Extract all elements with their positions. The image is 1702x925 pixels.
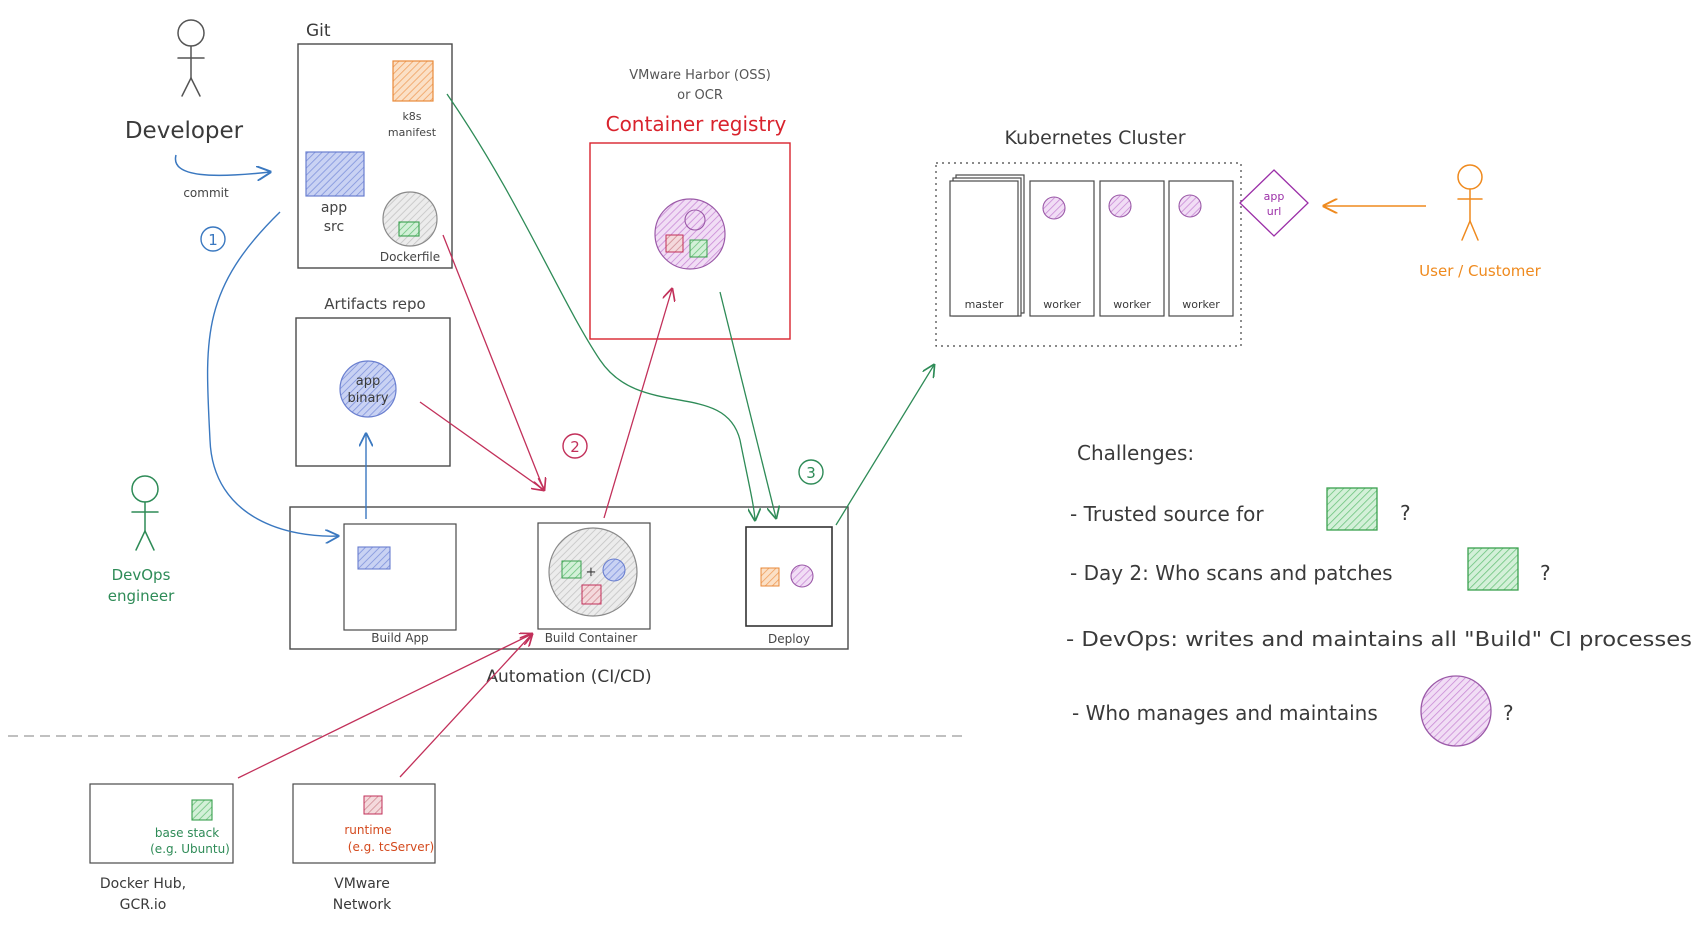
build-runtime-swatch: [581, 584, 602, 605]
app-url-label-2: url: [1267, 205, 1282, 218]
worker-2-pod-icon: [1108, 194, 1132, 218]
vmware-network-label-2: Network: [333, 897, 392, 913]
registry-image-circle: [654, 198, 726, 270]
registry-binary-icon: [684, 209, 706, 231]
step-3-number: 3: [806, 464, 816, 482]
master-node: [949, 180, 1019, 317]
challenge-1-text: - Trusted source for: [1070, 502, 1264, 526]
challenge-2-swatch: [1467, 547, 1519, 591]
deploy-image-icon: [790, 564, 814, 588]
artifacts-title: Artifacts repo: [324, 295, 425, 313]
developer-figure-icon: [177, 19, 205, 97]
build-plus-sign: +: [586, 565, 597, 580]
worker-3-label: worker: [1182, 298, 1220, 311]
docker-hub-label-1: Docker Hub,: [100, 876, 186, 892]
commit-arrow: [174, 154, 270, 175]
challenge-4-question: ?: [1503, 701, 1514, 725]
registry-source-2: or OCR: [677, 88, 723, 103]
build-binary-icon: [602, 558, 626, 582]
build-container-circle: [548, 527, 638, 617]
base-stack-box: [89, 783, 234, 864]
deploy-manifest-swatch: [760, 567, 780, 587]
step-2-number: 2: [570, 438, 580, 456]
developer-label: Developer: [125, 118, 244, 144]
runtime-to-build-arrow: [399, 634, 532, 778]
deploy-box: [745, 526, 833, 627]
app-src-label-2: src: [324, 219, 344, 235]
build-base-swatch: [561, 560, 582, 579]
worker-2-label: worker: [1113, 298, 1151, 311]
runtime-label-1: runtime: [344, 823, 391, 837]
k8s-manifest-label-2: manifest: [388, 126, 437, 139]
app-binary-label-1: app: [356, 374, 380, 389]
app-binary-circle: [339, 360, 397, 418]
challenge-2-text: - Day 2: Who scans and patches: [1070, 561, 1393, 585]
worker-3-pod-icon: [1178, 194, 1202, 218]
k8s-cluster-box: [935, 162, 1242, 347]
app-url-label-1: app: [1264, 190, 1285, 203]
worker-1-label: worker: [1043, 298, 1081, 311]
k8s-manifest-swatch: [392, 60, 434, 102]
master-label: master: [965, 298, 1004, 311]
dockerfile-swatch: [398, 221, 420, 237]
build-to-registry-arrow: [603, 289, 672, 519]
commit-label: commit: [183, 186, 229, 200]
challenge-1-question: ?: [1400, 501, 1411, 525]
registry-base-swatch: [689, 239, 708, 258]
challenge-4-text: - Who manages and maintains: [1072, 701, 1378, 725]
challenges-title: Challenges:: [1077, 441, 1194, 465]
challenge-3-text: - DevOps: writes and maintains all "Buil…: [1066, 627, 1692, 651]
build-app-box: [343, 523, 457, 631]
docker-hub-label-2: GCR.io: [120, 897, 167, 913]
step-1-badge: [200, 226, 226, 252]
vmware-network-label-1: VMware: [334, 876, 390, 892]
app-binary-label-2: binary: [347, 391, 388, 406]
challenge-1-swatch: [1326, 487, 1378, 531]
registry-to-deploy-arrow: [719, 291, 776, 518]
step-1-number: 1: [208, 231, 218, 249]
deploy-to-k8s-arrow: [835, 365, 934, 526]
base-stack-swatch: [191, 799, 213, 821]
dockerfile-circle: [382, 191, 438, 247]
automation-title: Automation (CI/CD): [486, 667, 651, 687]
base-stack-label-2: (e.g. Ubuntu): [150, 842, 230, 856]
devops-label-1: DevOps: [112, 566, 171, 584]
runtime-swatch: [363, 795, 383, 815]
git-title: Git: [306, 21, 331, 41]
challenge-2-question: ?: [1540, 561, 1551, 585]
user-figure-icon: [1457, 164, 1483, 241]
devops-figure-icon: [131, 475, 159, 551]
registry-title: Container registry: [606, 112, 787, 136]
devops-label-2: engineer: [108, 587, 175, 605]
challenge-4-circle: [1420, 675, 1492, 747]
app-src-swatch: [305, 151, 365, 197]
base-stack-label-1: base stack: [155, 826, 219, 840]
build-app-label: Build App: [371, 631, 428, 645]
user-label: User / Customer: [1419, 262, 1541, 280]
git-to-build-app-arrow: [206, 211, 338, 536]
app-src-label-1: app: [321, 200, 347, 216]
worker-1-pod-icon: [1042, 196, 1066, 220]
step-3-badge: [798, 459, 824, 485]
step-2-badge: [562, 433, 588, 459]
deploy-label: Deploy: [768, 632, 810, 646]
app-url-diamond: [1239, 169, 1309, 237]
runtime-label-2: (e.g. tcServer): [348, 840, 434, 854]
registry-runtime-swatch: [665, 234, 684, 253]
base-stack-to-build-arrow: [237, 634, 532, 779]
dockerfile-to-build-arrow: [442, 234, 544, 490]
k8s-manifest-label-1: k8s: [402, 110, 421, 123]
build-app-swatch: [357, 546, 391, 570]
k8s-title: Kubernetes Cluster: [1004, 127, 1185, 149]
manifest-to-deploy-arrow: [446, 93, 755, 520]
dockerfile-label: Dockerfile: [380, 250, 440, 264]
registry-source-1: VMware Harbor (OSS): [629, 68, 771, 83]
worker-node-3: [1168, 180, 1234, 317]
binary-to-build-arrow: [419, 401, 544, 490]
build-container-label: Build Container: [545, 631, 638, 645]
